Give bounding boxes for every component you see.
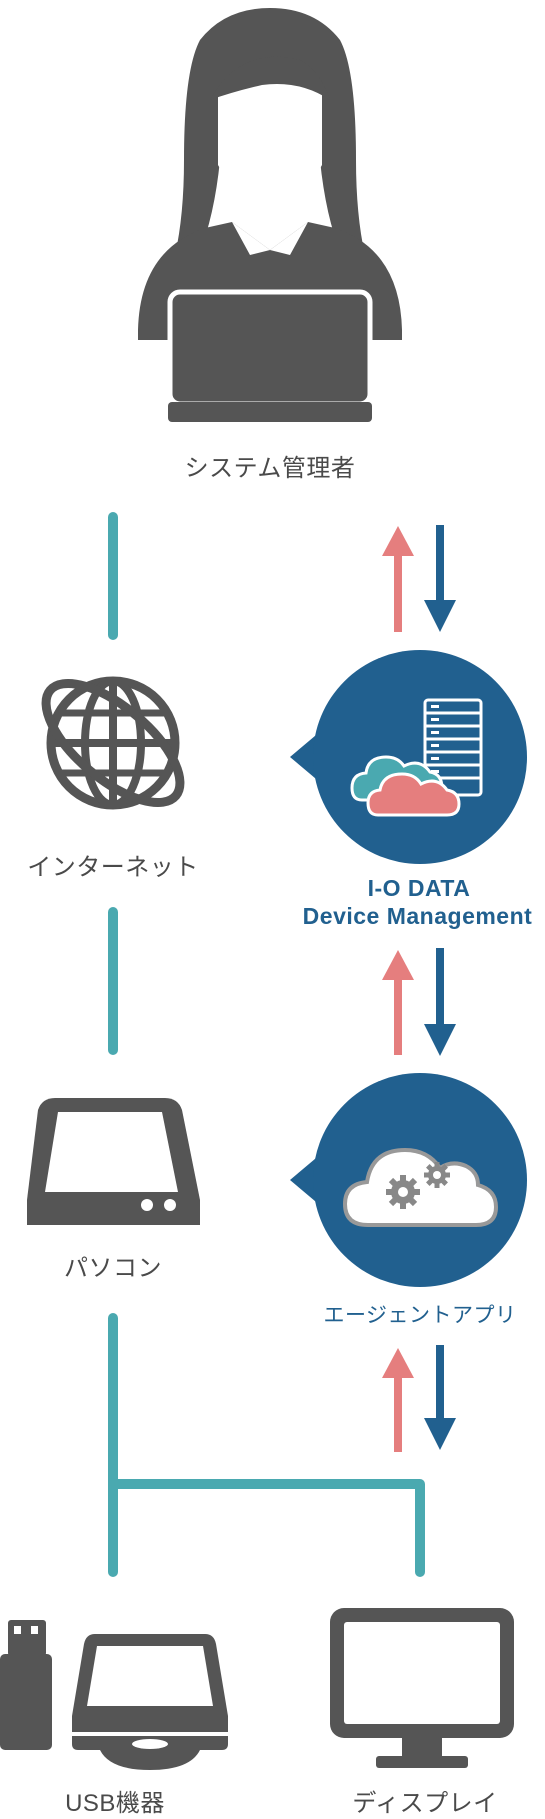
gear-icon: [386, 1162, 450, 1209]
pc-box-icon: [27, 1098, 200, 1225]
administrator-icon: [138, 8, 402, 422]
globe-icon: [41, 676, 185, 810]
pink-cloud-icon: [366, 772, 461, 817]
cloud-server-bubble: [290, 650, 527, 864]
arrows-bottom: [382, 1345, 456, 1452]
admin-label: システム管理者: [184, 455, 356, 482]
service-name-line1: I-O DATA: [367, 875, 471, 901]
monitor-icon: [330, 1608, 514, 1768]
agent-app-bubble: [290, 1073, 527, 1287]
connection-lines: [108, 512, 425, 1577]
disc-drive-icon: [72, 1634, 228, 1770]
arrows-top: [382, 525, 456, 632]
agent-label: エージェントアプリ: [323, 1304, 517, 1327]
internet-label: インターネット: [27, 854, 199, 881]
arrows-middle: [382, 948, 456, 1056]
display-label: ディスプレイ: [352, 1790, 498, 1817]
service-name-line2: Device Management: [302, 903, 533, 929]
pc-label: パソコン: [64, 1255, 162, 1282]
usb-stick-icon: [0, 1620, 52, 1750]
usb-label: USB機器: [65, 1790, 165, 1817]
